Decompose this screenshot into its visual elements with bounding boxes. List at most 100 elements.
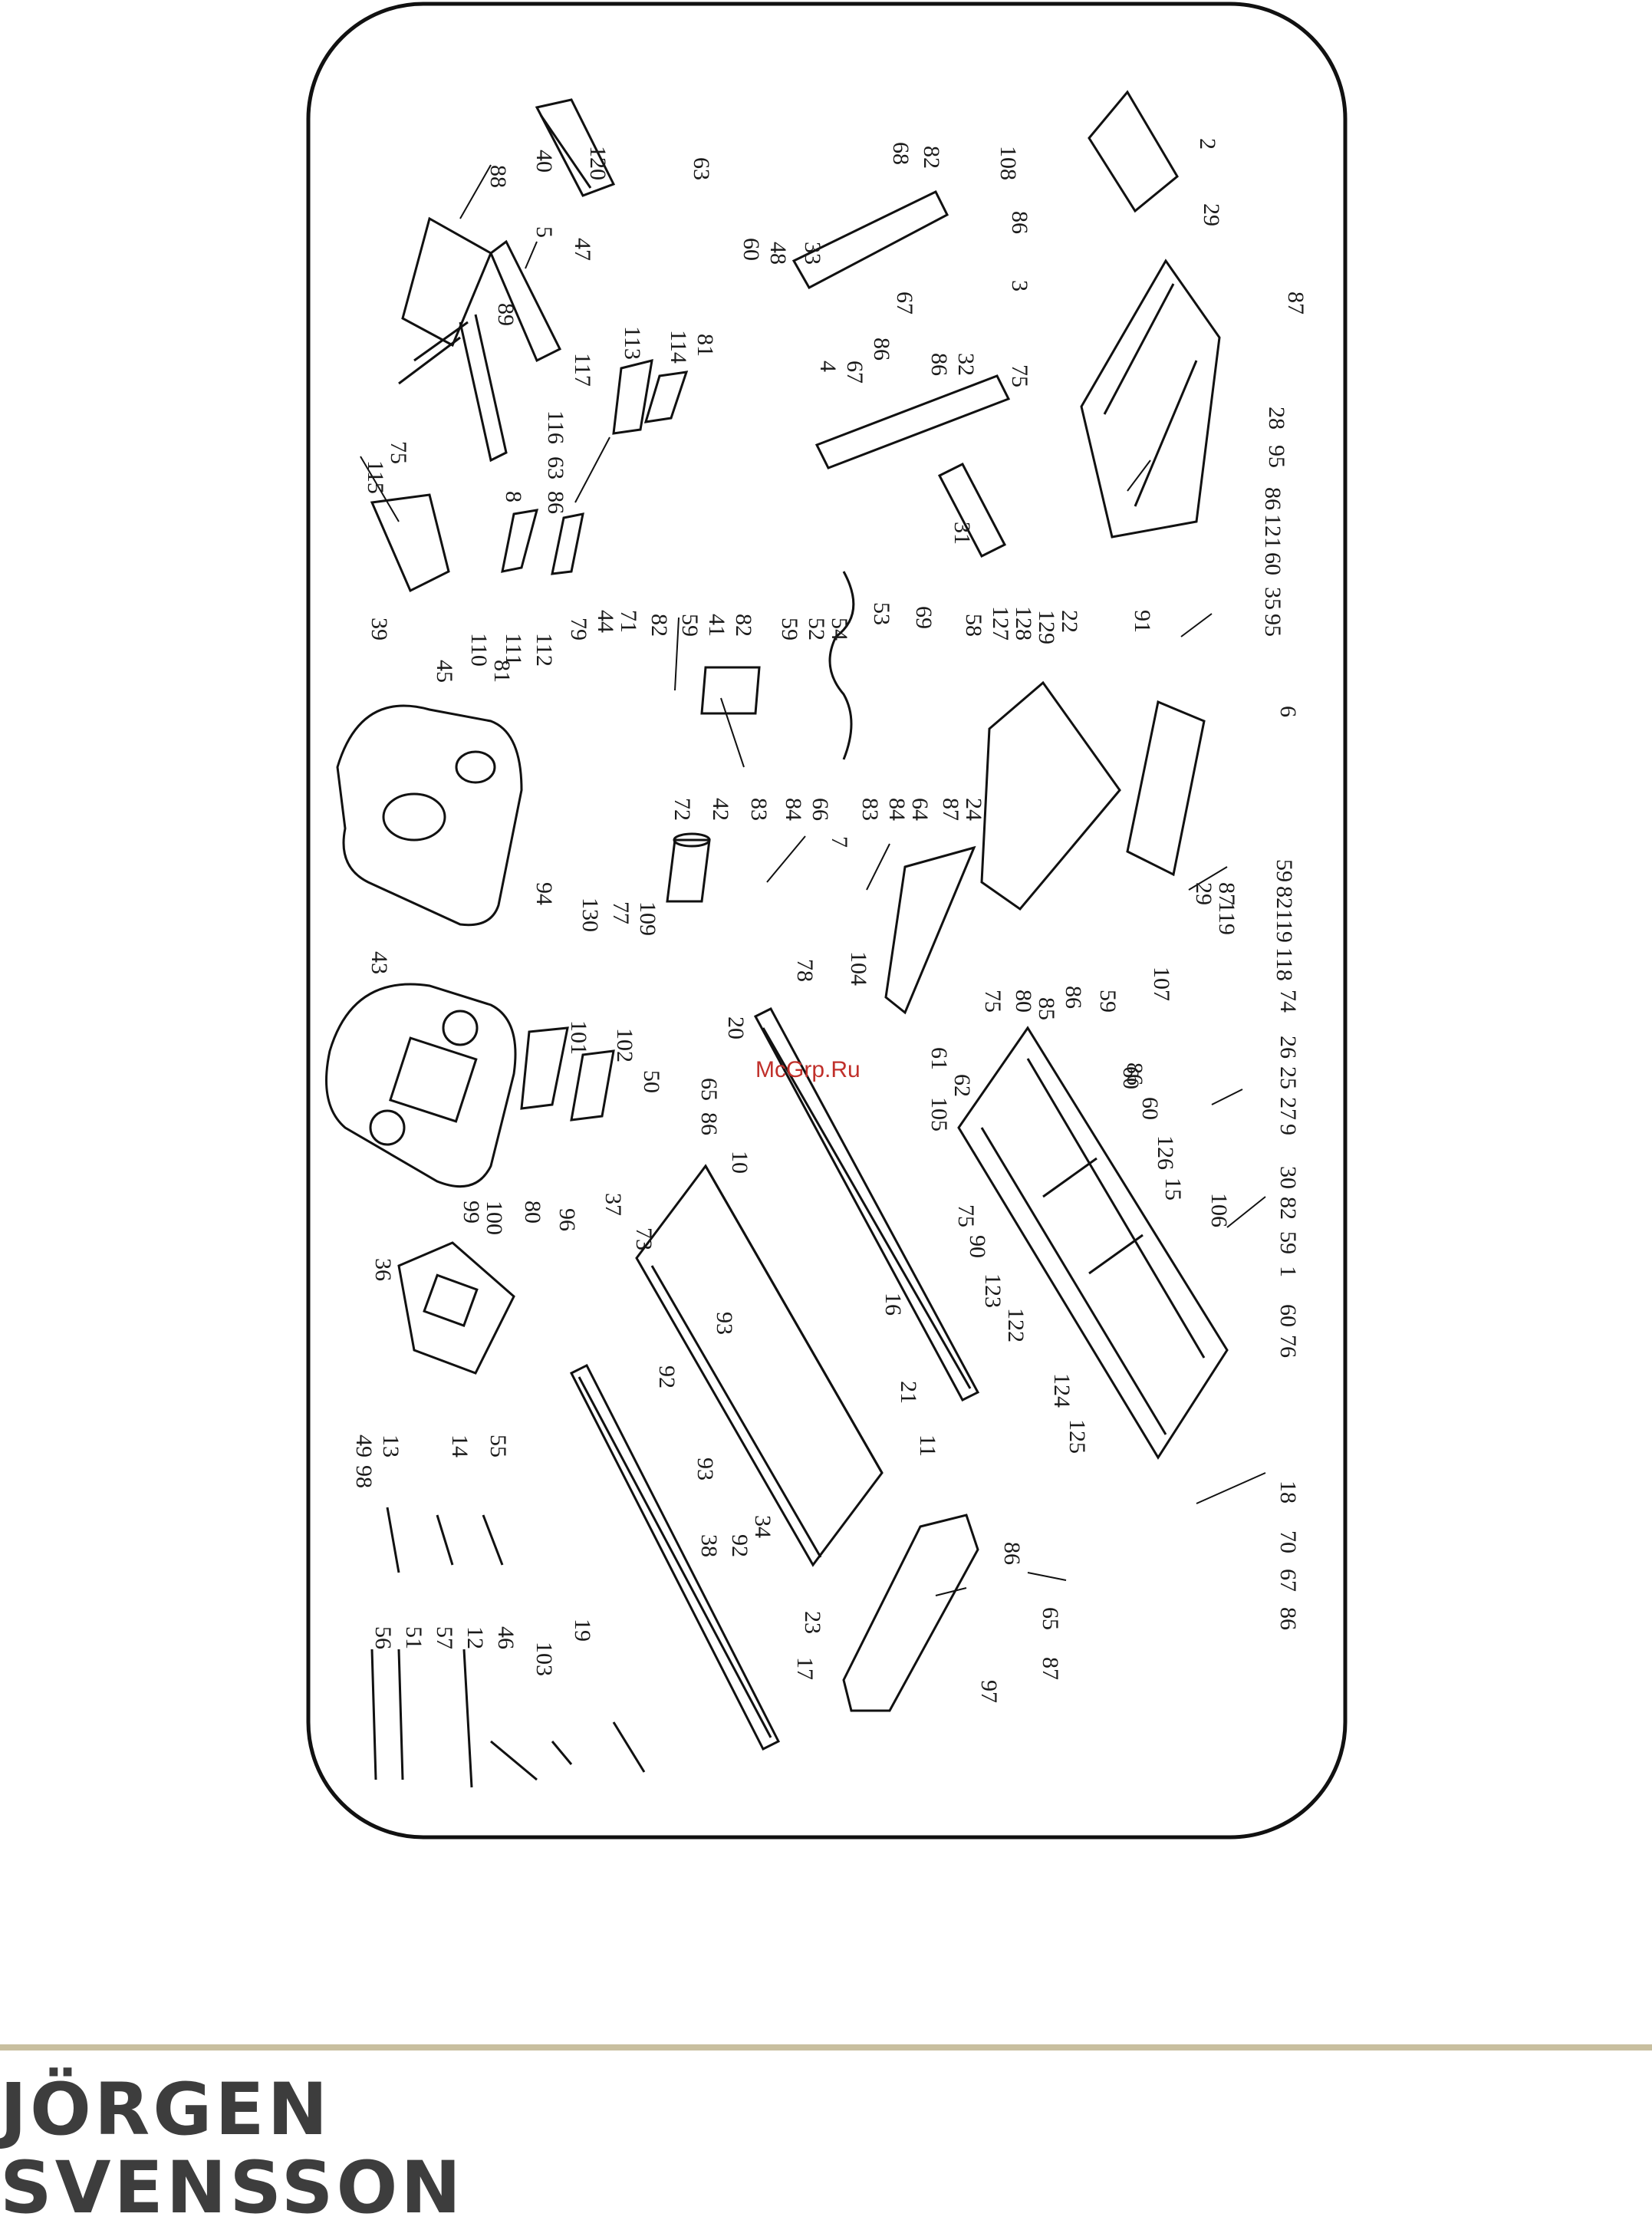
part-number-label: 106 — [1206, 1193, 1232, 1227]
part-number-label: 84 — [781, 798, 806, 821]
part-number-label: 48 — [765, 242, 791, 265]
part-number-label: 115 — [363, 460, 388, 494]
part-number-label: 58 — [961, 614, 986, 637]
part-number-label: 53 — [869, 602, 894, 625]
part-number-label: 86 — [869, 338, 894, 361]
part-number-label: 54 — [827, 618, 852, 641]
part-number-label: 22 — [1057, 610, 1082, 633]
part-number-label: 75 — [953, 1204, 979, 1227]
bracket-part — [937, 463, 1007, 558]
part-number-label: 60 — [739, 238, 764, 261]
part-number-label: 46 — [493, 1626, 518, 1649]
part-number-label: 61 — [926, 1047, 952, 1070]
part-number-label: 68 — [888, 142, 913, 165]
diagram-border — [306, 2, 1348, 1840]
part-number-label: 51 — [401, 1626, 426, 1649]
part-number-label: 85 — [1034, 997, 1059, 1020]
part-number-label: 55 — [485, 1435, 511, 1458]
part-number-label: 60 — [1275, 1304, 1301, 1327]
part-number-label: 122 — [1003, 1308, 1028, 1342]
part-number-label: 102 — [612, 1028, 637, 1062]
part-number-label: 38 — [696, 1534, 722, 1557]
part-number-label: 130 — [578, 898, 603, 932]
part-number-label: 79 — [566, 618, 591, 641]
part-number-label: 32 — [953, 353, 979, 376]
part-number-label: 8 — [501, 491, 526, 502]
handgrip-parts — [501, 358, 689, 575]
part-number-label: 104 — [846, 951, 871, 986]
part-number-label: 28 — [1264, 407, 1289, 430]
keypad-parts — [520, 1026, 615, 1122]
part-number-label: 86 — [1275, 1607, 1301, 1630]
part-number-label: 59 — [1095, 990, 1121, 1013]
part-number-label: 116 — [543, 410, 568, 444]
part-number-label: 67 — [842, 361, 867, 384]
part-number-label: 96 — [555, 1208, 580, 1231]
part-number-label: 29 — [1199, 203, 1224, 226]
hood-part — [884, 680, 1206, 1015]
part-number-label: 64 — [907, 798, 933, 821]
part-number-label: 24 — [961, 798, 986, 821]
part-number-label: 89 — [493, 303, 518, 326]
part-number-label: 76 — [1275, 1335, 1301, 1358]
part-number-label: 86 — [926, 353, 952, 376]
part-number-label: 95 — [1260, 614, 1285, 637]
part-number-label: 75 — [1007, 364, 1032, 387]
part-number-label: 126 — [1153, 1135, 1178, 1170]
part-number-label: 43 — [367, 951, 392, 974]
brand-line-2: SVENSSON — [0, 2146, 465, 2230]
part-number-label: 1 — [1275, 1266, 1301, 1277]
rear-frame-part — [1080, 259, 1221, 539]
part-number-label: 111 — [501, 633, 526, 666]
part-number-label: 27 — [1275, 1097, 1301, 1120]
part-number-label: 125 — [1065, 1419, 1090, 1454]
part-number-label: 72 — [670, 798, 695, 821]
part-number-label: 7 — [827, 836, 852, 848]
part-number-label: 119 — [1272, 909, 1297, 943]
part-number-label: 40 — [531, 150, 557, 173]
part-number-label: 71 — [616, 610, 641, 633]
part-number-label: 78 — [792, 959, 818, 982]
part-number-label: 87 — [938, 798, 963, 821]
part-number-label: 109 — [635, 901, 660, 936]
part-number-label: 123 — [980, 1273, 1005, 1308]
part-number-label: 69 — [911, 606, 936, 629]
part-number-label: 82 — [647, 614, 672, 637]
leader-lines — [360, 164, 1266, 1596]
part-number-label: 18 — [1275, 1481, 1301, 1504]
base-frame-part — [957, 1026, 1229, 1460]
part-number-label: 97 — [976, 1680, 1002, 1703]
part-number-label: 110 — [466, 633, 492, 667]
part-number-label: 80 — [1011, 990, 1036, 1013]
part-number-label: 87 — [1214, 882, 1239, 905]
part-number-label: 83 — [746, 798, 772, 821]
part-number-label: 105 — [926, 1097, 952, 1131]
part-number-label: 107 — [1149, 967, 1174, 1001]
part-number-label: 119 — [1214, 901, 1239, 935]
part-number-label: 114 — [666, 330, 691, 364]
part-number-label: 34 — [750, 1515, 775, 1538]
front-cover-part — [842, 1514, 979, 1712]
part-number-label: 86 — [696, 1112, 722, 1135]
part-number-label: 17 — [792, 1657, 818, 1680]
part-number-label: 70 — [1275, 1530, 1301, 1553]
part-number-label: 57 — [432, 1626, 457, 1649]
part-number-label: 42 — [708, 798, 733, 821]
part-number-label: 67 — [1275, 1569, 1301, 1592]
part-number-label: 52 — [804, 618, 829, 641]
deck-frame-part — [635, 1164, 884, 1567]
part-number-label: 83 — [857, 798, 883, 821]
part-number-label: 95 — [1264, 445, 1289, 468]
part-number-label: 6 — [1275, 706, 1301, 717]
part-number-label: 73 — [631, 1227, 657, 1250]
part-number-label: 37 — [601, 1193, 626, 1216]
part-number-label: 118 — [1272, 947, 1297, 981]
part-number-label: 127 — [988, 606, 1013, 641]
part-number-label: 39 — [367, 618, 392, 641]
display-part — [397, 1241, 515, 1375]
part-number-label: 44 — [593, 610, 618, 633]
part-number-label: 29 — [1191, 882, 1216, 905]
part-number-label: 86 — [1061, 986, 1086, 1009]
part-number-label: 93 — [712, 1312, 737, 1335]
